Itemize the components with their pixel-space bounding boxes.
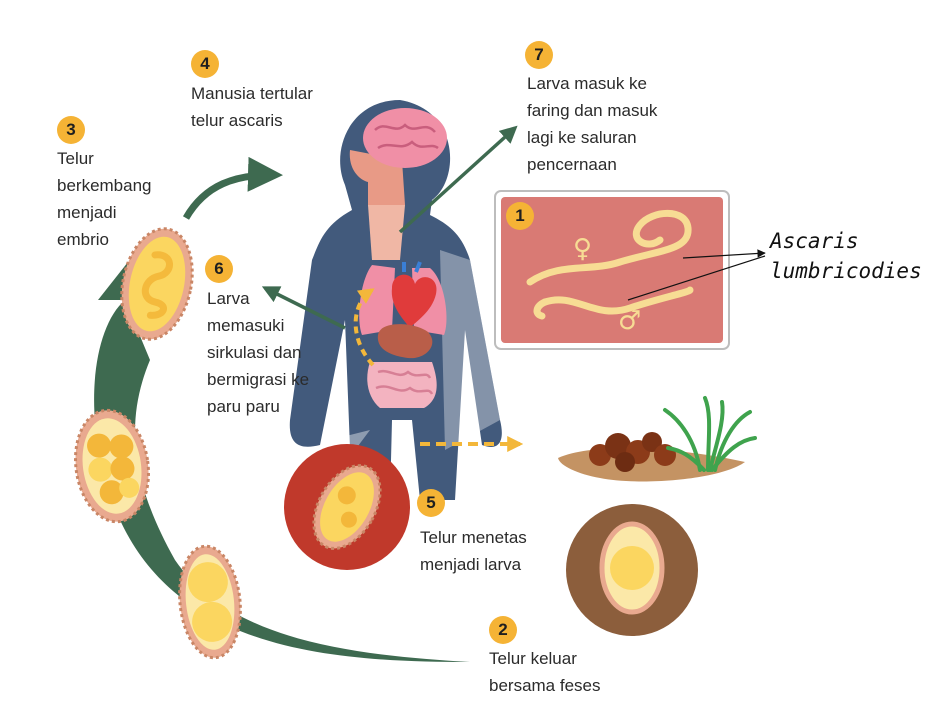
heart-icon	[391, 261, 437, 328]
step-badge-4: 4	[191, 50, 219, 78]
step-label-4: Manusia tertular telur ascaris	[191, 84, 313, 130]
step-label-5: Telur menetas menjadi larva	[420, 528, 527, 574]
step-badge-2: 2	[489, 616, 517, 644]
step-label-2: Telur keluar bersama feses	[489, 649, 601, 695]
male-symbol: ♂	[618, 306, 642, 336]
egg-embryo	[120, 227, 194, 341]
arrow-to-host	[182, 156, 283, 220]
hatching-circle	[284, 430, 410, 570]
male-worm	[541, 286, 694, 315]
egg-two-cell	[178, 544, 242, 660]
migration-path	[353, 288, 375, 367]
step-badge-7: 7	[525, 41, 553, 69]
species-label: Ascaris lumbricodies	[770, 229, 922, 283]
brain-icon	[363, 108, 447, 168]
grass-icon	[663, 396, 757, 472]
pointer-line-male	[627, 255, 766, 301]
arrow-to-pharynx	[398, 125, 518, 234]
egg-dividing	[74, 408, 150, 524]
step-badge-5: 5	[417, 489, 445, 517]
pointer-line-female	[682, 249, 766, 259]
female-worm	[526, 209, 692, 286]
step-label-3: Telur berkembang menjadi embrio	[57, 149, 152, 249]
soil-egg-circle	[566, 504, 698, 636]
step-label-6: Larva memasuki sirkulasi dan bermigrasi …	[207, 289, 310, 416]
female-symbol: ♀	[573, 234, 593, 264]
step-badge-1: 1	[506, 202, 534, 230]
step-badge-6: 6	[205, 255, 233, 283]
step-badge-3: 3	[57, 116, 85, 144]
intestine-icon	[367, 324, 437, 408]
worm-panel	[494, 190, 730, 350]
arrow-to-lungs	[261, 286, 346, 330]
step-label-7: Larva masuk ke faring dan masuk lagi ke …	[527, 74, 658, 174]
